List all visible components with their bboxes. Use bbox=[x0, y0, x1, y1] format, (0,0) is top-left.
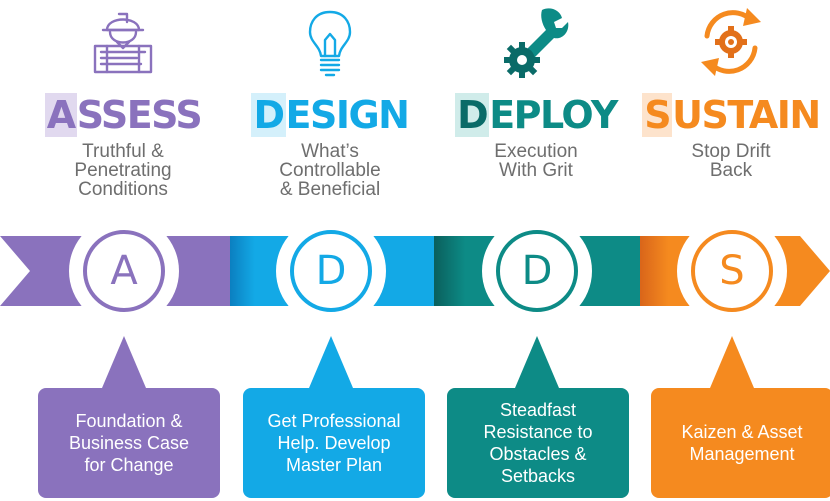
card-pointer-assess bbox=[102, 336, 146, 388]
phase-design: DESIGN What’s Controllable & Beneficial bbox=[230, 0, 430, 501]
subtitle-line: Penetrating bbox=[74, 160, 172, 181]
subtitle-line: & Beneficial bbox=[279, 179, 381, 200]
phase-circle-sustain: S bbox=[677, 216, 787, 326]
phase-circle-assess: A bbox=[69, 216, 179, 326]
title-rest: EPLOY bbox=[489, 93, 618, 137]
title-initial: D bbox=[251, 93, 286, 137]
card-line: Obstacles & bbox=[489, 444, 587, 464]
title-rest: ESIGN bbox=[285, 93, 410, 137]
phase-title: SUSTAIN bbox=[631, 93, 830, 137]
phase-subtitle: Stop Drift Back bbox=[631, 142, 830, 180]
circle-letter: D bbox=[496, 230, 578, 312]
title-initial: A bbox=[44, 93, 77, 137]
phase-subtitle: Truthful & Penetrating Conditions bbox=[23, 142, 223, 199]
phase-title: DESIGN bbox=[230, 93, 430, 137]
phase-sustain: SUSTAIN Stop Drift Back bbox=[631, 0, 830, 501]
phase-subtitle: What’s Controllable & Beneficial bbox=[230, 142, 430, 199]
phase-circle-deploy: D bbox=[482, 216, 592, 326]
card-pointer-deploy bbox=[515, 336, 559, 388]
subtitle-line: Back bbox=[709, 160, 753, 181]
subtitle-line: With Grit bbox=[499, 160, 573, 181]
title-initial: S bbox=[642, 93, 673, 137]
cycle-gear-icon bbox=[701, 8, 761, 76]
subtitle-line: Conditions bbox=[78, 179, 168, 200]
phase-circle-design: D bbox=[276, 216, 386, 326]
circle-letter: D bbox=[290, 230, 372, 312]
lightbulb-icon bbox=[308, 10, 352, 77]
phase-title: ASSESS bbox=[23, 93, 223, 137]
card-assess: Foundation & Business Case for Change bbox=[38, 388, 220, 498]
subtitle-line: What’s bbox=[301, 141, 359, 162]
card-deploy: Steadfast Resistance to Obstacles & Setb… bbox=[447, 388, 629, 498]
card-line: Setbacks bbox=[500, 466, 576, 486]
phase-deploy: DEPLOY Execution With Grit bbox=[436, 0, 636, 501]
phase-title: DEPLOY bbox=[436, 93, 636, 137]
circle-letter: A bbox=[83, 230, 165, 312]
card-line: Kaizen & Asset bbox=[681, 422, 803, 442]
card-line: Resistance to bbox=[483, 422, 593, 442]
wrench-gear-icon bbox=[504, 8, 569, 78]
card-pointer-sustain bbox=[710, 336, 754, 388]
card-sustain: Kaizen & Asset Management bbox=[651, 388, 830, 498]
card-line: Help. Develop bbox=[277, 433, 391, 453]
title-rest: SSESS bbox=[76, 93, 203, 137]
card-line: Business Case bbox=[68, 433, 190, 453]
card-line: Get Professional bbox=[267, 411, 401, 431]
card-line: Master Plan bbox=[285, 455, 383, 475]
phase-subtitle: Execution With Grit bbox=[436, 142, 636, 180]
circle-letter: S bbox=[691, 230, 773, 312]
subtitle-line: Execution bbox=[494, 141, 578, 162]
title-rest: USTAIN bbox=[672, 93, 821, 137]
title-initial: D bbox=[455, 93, 490, 137]
subtitle-line: Truthful & bbox=[82, 141, 164, 162]
card-design: Get Professional Help. Develop Master Pl… bbox=[243, 388, 425, 498]
card-line: Management bbox=[689, 444, 795, 464]
phase-assess: ASSESS Truthful & Penetrating Conditions bbox=[23, 0, 223, 501]
subtitle-line: Stop Drift bbox=[691, 141, 771, 162]
card-line: Steadfast bbox=[499, 400, 577, 420]
engineer-blueprint-icon bbox=[93, 12, 153, 74]
card-pointer-design bbox=[309, 336, 353, 388]
card-line: Foundation & bbox=[75, 411, 183, 431]
subtitle-line: Controllable bbox=[279, 160, 381, 181]
card-line: for Change bbox=[84, 455, 174, 475]
